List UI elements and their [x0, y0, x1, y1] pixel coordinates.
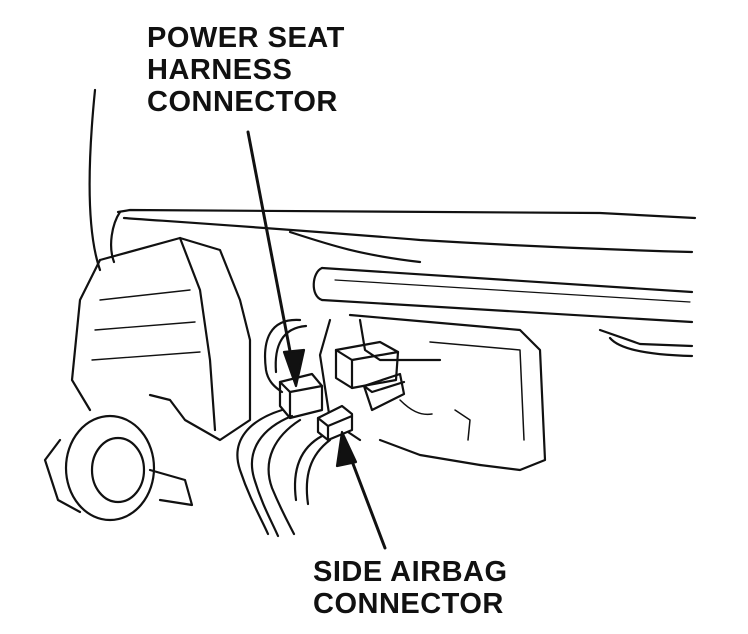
- recliner-housing: [98, 236, 252, 442]
- seat-frame-top: [116, 208, 697, 220]
- power-seat-arrowhead: [282, 348, 306, 388]
- side-airbag-connector-label: SIDE AIRBAG CONNECTOR: [313, 556, 508, 620]
- label-line: POWER SEAT: [147, 22, 345, 54]
- harness-loop-2: [274, 324, 308, 374]
- track-housing-notch: [454, 409, 471, 441]
- motor-block-right-top: [362, 380, 406, 394]
- seat-rail-bottom: [320, 298, 694, 324]
- recliner-knob-side: [43, 438, 82, 514]
- seat-frame-top-inner: [122, 216, 694, 254]
- harness-wire-3: [267, 418, 302, 536]
- power-seat-connector: [278, 372, 324, 420]
- harness-wire-2: [250, 414, 294, 538]
- label-line: CONNECTOR: [313, 588, 504, 620]
- recliner-housing-front: [70, 258, 102, 412]
- recliner-knob-inner: [90, 436, 146, 504]
- rail-bracket-2: [608, 336, 694, 358]
- harness-loop: [264, 318, 302, 394]
- track-housing-detail: [429, 341, 525, 441]
- recliner-housing-ribs: [91, 289, 201, 361]
- recliner-housing-ridge: [178, 236, 217, 432]
- seat-frame-step: [288, 230, 422, 264]
- seat-rail-end: [312, 266, 324, 302]
- airbag-wire-2: [305, 438, 332, 506]
- recliner-knob-outer: [64, 414, 156, 522]
- seat-rail-top: [320, 266, 694, 294]
- label-line: CONNECTOR: [147, 86, 338, 118]
- track-housing-body: [348, 313, 547, 472]
- track-housing-bottom: [378, 438, 482, 467]
- seat-rail-highlight: [334, 279, 691, 303]
- seat-back-outline: [88, 88, 102, 272]
- rail-bracket: [598, 328, 694, 348]
- motor-block-left: [334, 340, 400, 390]
- power-seat-leader: [246, 130, 296, 374]
- side-airbag-leader: [345, 446, 387, 550]
- recliner-lever: [148, 468, 194, 507]
- airbag-wire-1: [294, 434, 324, 502]
- motor-block-right: [362, 372, 406, 412]
- seat-frame-edge: [110, 210, 122, 264]
- side-airbag-arrowhead: [335, 430, 358, 468]
- track-housing-front: [358, 318, 442, 362]
- power-seat-harness-connector-label: POWER SEAT HARNESS CONNECTOR: [147, 22, 345, 118]
- label-line: SIDE AIRBAG: [313, 556, 508, 588]
- harness-wire-1: [236, 408, 284, 536]
- label-line: HARNESS: [147, 54, 293, 86]
- small-bracket: [399, 399, 433, 416]
